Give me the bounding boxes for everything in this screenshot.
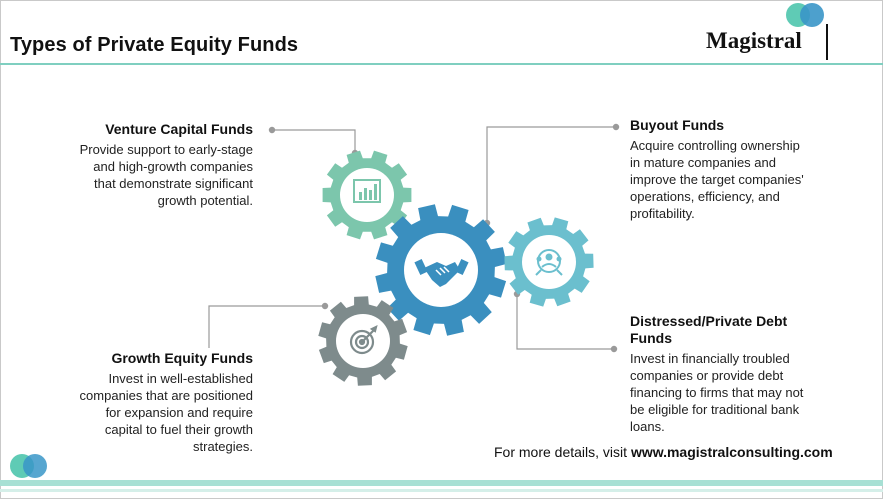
growth-equity-desc-line: capital to fuel their growth [104, 422, 253, 437]
growth-equity-desc-line: companies that are positioned [79, 388, 253, 403]
footer-link[interactable]: www.magistralconsulting.com [630, 444, 833, 460]
venture-capital-title: Venture Capital Funds [105, 121, 253, 137]
footer-bar [0, 480, 883, 486]
buyout-desc-line: in mature companies and [630, 155, 776, 170]
connector-distressed [516, 295, 614, 350]
distressed-debt-title: Distressed/Private Debt Funds [630, 313, 830, 347]
footer-bar-thin [0, 489, 883, 492]
distressed-debt-block: Distressed/Private Debt Funds Invest in … [630, 313, 830, 435]
distressed-debt-title-line: Distressed/Private Debt [630, 313, 788, 329]
logo-text: Magistral [706, 28, 802, 53]
buyout-title: Buyout Funds [630, 117, 725, 133]
bar-chart-icon [353, 179, 381, 203]
venture-capital-desc-line: and high-growth companies [93, 159, 253, 174]
distressed-debt-desc-line: be eligible for traditional bank [630, 402, 800, 417]
growth-equity-block: Growth Equity Funds Invest in well-estab… [68, 350, 253, 455]
connector-growth [208, 305, 325, 348]
venture-capital-desc-line: Provide support to early-stage [79, 142, 253, 157]
venture-capital-desc-line: that demonstrate significant [94, 176, 253, 191]
connector-lines [208, 123, 620, 353]
connector-buyout [486, 126, 616, 222]
footer-note: For more details, visit www.magistralcon… [494, 444, 833, 460]
buyout-block: Buyout Funds Acquire controlling ownersh… [630, 117, 820, 222]
distressed-debt-title-line: Funds [630, 330, 672, 346]
venture-capital-desc-line: growth potential. [157, 193, 253, 208]
buyout-desc-line: improve the target companies' [630, 172, 804, 187]
distressed-debt-desc-line: loans. [630, 419, 665, 434]
title-divider [0, 63, 883, 65]
venture-capital-block: Venture Capital Funds Provide support to… [60, 121, 253, 209]
people-search-icon [535, 249, 563, 276]
distressed-debt-desc-line: financing to firms that may not [630, 385, 804, 400]
logo-circles-icon [786, 3, 828, 29]
buyout-desc-line: operations, efficiency, and [630, 189, 780, 204]
buyout-desc-line: profitability. [630, 206, 695, 221]
distressed-debt-desc-line: Invest in financially troubled [630, 351, 790, 366]
logo-divider [826, 24, 828, 60]
growth-equity-desc-line: Invest in well-established [108, 371, 253, 386]
growth-equity-title: Growth Equity Funds [111, 350, 253, 366]
connector-venture [272, 129, 356, 152]
target-icon [349, 324, 378, 355]
gear-distressed-debt-hub [522, 235, 576, 289]
buyout-desc-line: Acquire controlling ownership [630, 138, 800, 153]
page-title: Types of Private Equity Funds [10, 34, 299, 56]
footer-circles-icon [10, 454, 50, 480]
distressed-debt-desc-line: companies or provide debt [630, 368, 784, 383]
handshake-icon [414, 258, 469, 287]
growth-equity-desc-line: strategies. [193, 439, 253, 454]
footer-prefix: For more details, visit [494, 444, 631, 460]
growth-equity-desc-line: for expansion and require [105, 405, 253, 420]
